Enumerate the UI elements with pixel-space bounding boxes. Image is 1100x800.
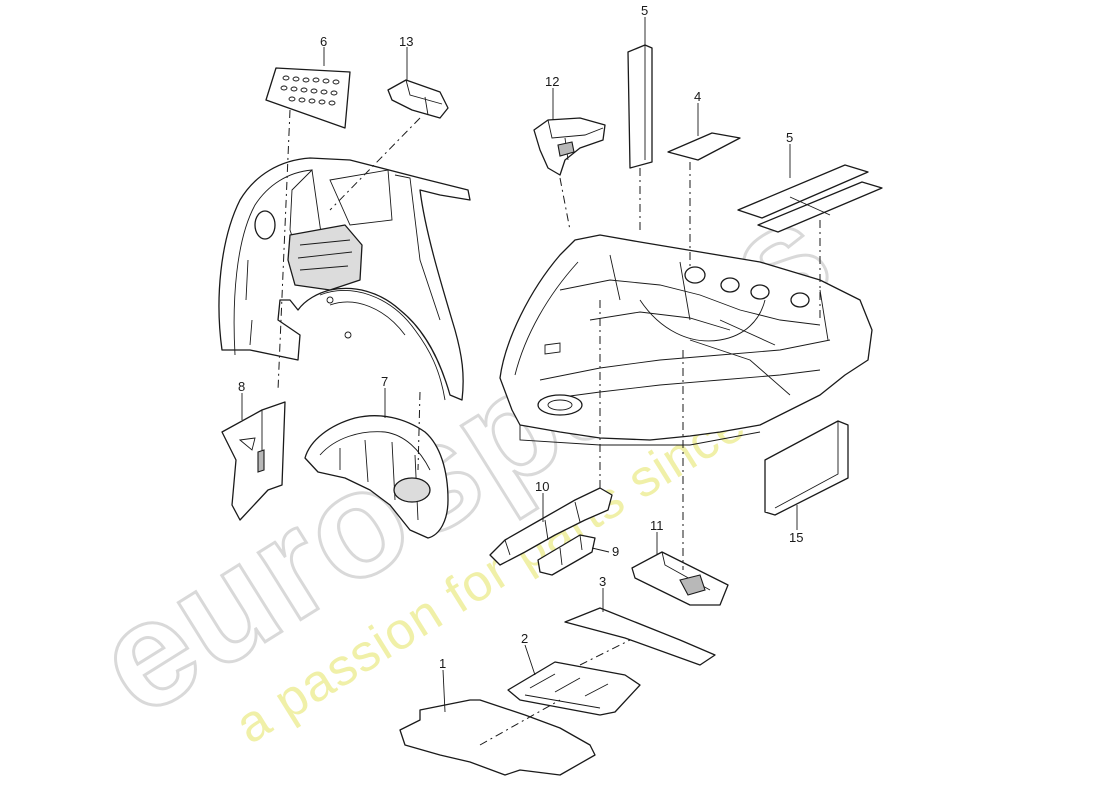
callout-12: 12 <box>545 74 559 89</box>
part-10-tunnel-brace[interactable] <box>489 487 613 566</box>
part-15-insulation-mat[interactable] <box>764 420 849 516</box>
callout-13: 13 <box>399 34 413 49</box>
part-5-strip-vertical[interactable] <box>627 44 653 169</box>
part-9-brace[interactable] <box>537 534 596 576</box>
part-3-floor-strip[interactable] <box>564 607 716 666</box>
part-6-perforated-pad[interactable] <box>265 67 351 129</box>
part-13-bracket[interactable] <box>387 79 449 119</box>
callout-2: 2 <box>521 631 528 646</box>
assembly-lines <box>277 109 821 746</box>
part-5-strips-pair[interactable] <box>737 164 883 233</box>
part-1-floor-carpet[interactable] <box>399 699 596 776</box>
callout-5-right: 5 <box>786 130 793 145</box>
watermark-brand: eurospares <box>68 165 860 747</box>
part-8-side-trim[interactable] <box>221 401 286 521</box>
callout-4: 4 <box>694 89 701 104</box>
callout-labels: 6 13 12 5 4 5 8 7 10 9 11 3 2 1 15 <box>238 3 803 671</box>
callout-5-top: 5 <box>641 3 648 18</box>
callout-11: 11 <box>650 518 664 533</box>
part-11-tray[interactable] <box>631 551 729 606</box>
callout-8: 8 <box>238 379 245 394</box>
callout-1: 1 <box>439 656 446 671</box>
leader-lines <box>241 17 798 713</box>
callout-7: 7 <box>381 374 388 389</box>
part-2-floor-frame[interactable] <box>507 661 641 716</box>
callout-10: 10 <box>535 479 549 494</box>
callout-6: 6 <box>320 34 327 49</box>
callout-15: 15 <box>789 530 803 545</box>
callout-9: 9 <box>612 544 619 559</box>
watermark: eurospares a passion for parts since 198… <box>66 164 870 755</box>
part-7-wheel-housing[interactable] <box>304 415 449 539</box>
rear-floor-assembly <box>499 234 873 446</box>
part-4-pad[interactable] <box>667 132 741 161</box>
part-12-console[interactable] <box>533 117 606 176</box>
callout-3: 3 <box>599 574 606 589</box>
side-wall-assembly <box>218 157 471 401</box>
